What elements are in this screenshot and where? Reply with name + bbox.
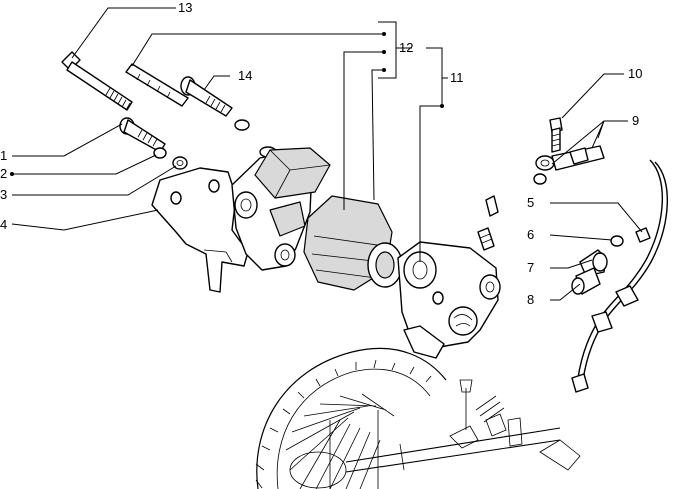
hose-clip	[635, 227, 651, 243]
slotted-pin	[125, 63, 189, 107]
caliper-body	[397, 241, 501, 359]
washer-6	[610, 235, 624, 247]
rubber-boot	[303, 195, 403, 291]
callout-10: 10	[628, 66, 642, 81]
caliper-bracket	[151, 167, 249, 293]
leader-lines	[11, 7, 643, 301]
long-bolt	[61, 51, 133, 111]
callout-9: 9	[632, 113, 639, 128]
washer-2	[153, 147, 167, 159]
callout-12: 12	[399, 40, 413, 55]
brake-hose	[571, 159, 669, 393]
callout-8: 8	[527, 292, 534, 307]
callout-14: 14	[238, 68, 252, 83]
bracket-dots	[10, 32, 444, 176]
callout-13: 13	[178, 0, 192, 15]
wheel-silhouette	[255, 347, 581, 489]
callout-3: 3	[0, 187, 7, 202]
callout-4: 4	[0, 217, 7, 232]
callout-6: 6	[527, 227, 534, 242]
callout-7: 7	[527, 260, 534, 275]
bleed-screw	[477, 195, 499, 251]
callout-5: 5	[527, 195, 534, 210]
banjo-fitting	[533, 145, 605, 185]
callout-1: 1	[0, 148, 7, 163]
banjo-bolt	[549, 117, 563, 153]
washer-14	[234, 119, 250, 131]
callout-11: 11	[450, 70, 464, 85]
callout-2: 2	[0, 166, 7, 181]
brake-pad	[254, 147, 331, 199]
bolt-1	[119, 117, 166, 153]
washer-3	[172, 156, 188, 170]
bushing-8	[571, 267, 601, 295]
short-bolt	[180, 76, 233, 117]
